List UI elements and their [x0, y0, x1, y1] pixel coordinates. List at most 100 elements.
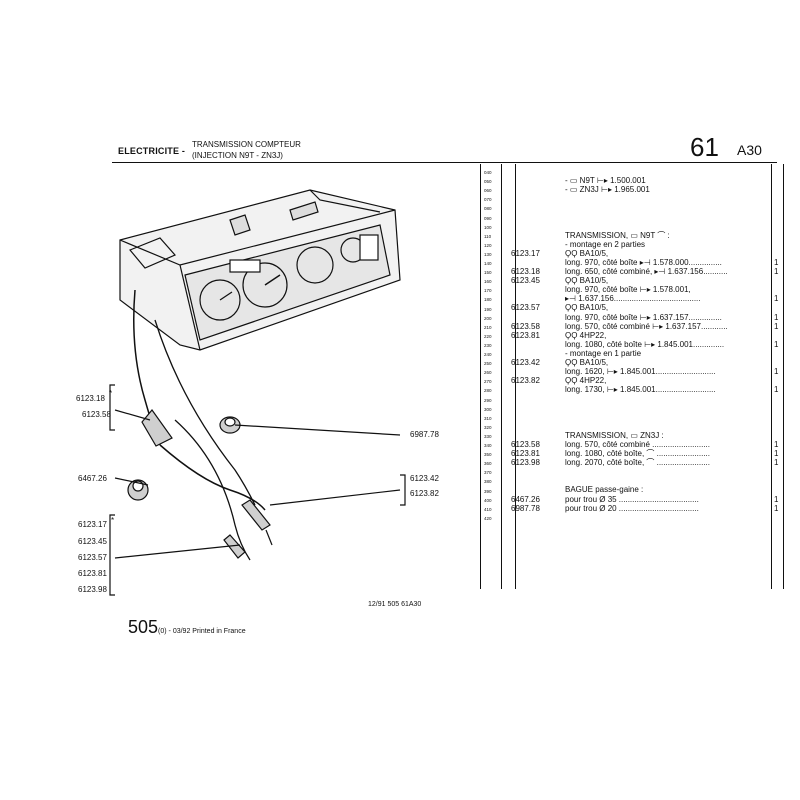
callout-6123-98: 6123.98 — [78, 585, 107, 594]
row-number: 070 — [484, 197, 492, 203]
part-desc: ϘϘ 4HP22, — [565, 330, 607, 340]
row-number: 350 — [484, 452, 492, 458]
row-number: 090 — [484, 215, 492, 221]
part-desc: BAGUE passe-gaine : — [565, 485, 644, 495]
row-number: 360 — [484, 461, 492, 467]
callout-6467-26: 6467.26 — [78, 474, 107, 483]
row-number: 040 — [484, 170, 492, 175]
section-title: ELECTRICITE - — [118, 146, 186, 156]
part-desc: - montage en 1 partie — [565, 348, 642, 358]
row-number: 150 — [484, 270, 492, 276]
part-desc: - ▭ ZN3J ⊢▸ 1.965.001 — [565, 185, 650, 195]
part-ref: 6123.58 — [511, 439, 540, 449]
row-number: 050 — [484, 179, 492, 185]
part-ref: 6123.81 — [511, 330, 540, 340]
row-number: 290 — [484, 397, 492, 403]
part-ref: 6987.78 — [511, 503, 540, 513]
part-desc: ▸⊣ 1.637.156............................… — [565, 294, 701, 304]
part-qty: 1 — [774, 367, 779, 377]
part-desc: TRANSMISSION, ▭ ZN3J : — [565, 430, 664, 440]
page-code: A30 — [737, 142, 762, 158]
part-desc: long. 970, côté boîte ⊢▸ 1.578.001, — [565, 285, 691, 295]
part-desc: long. 970, côté boîte ▸⊣ 1.578.000......… — [565, 257, 722, 267]
part-qty: 1 — [774, 385, 779, 395]
part-ref: 6123.98 — [511, 458, 540, 468]
part-desc: - montage en 2 parties — [565, 239, 646, 249]
row-number: 130 — [484, 251, 492, 257]
row-number: 420 — [484, 515, 492, 521]
callout-6123-82: 6123.82 — [410, 489, 439, 498]
part-desc: - ▭ N9T ⊢▸ 1.500.001 — [565, 176, 646, 185]
row-number: 240 — [484, 352, 492, 357]
column-rule-rownum — [480, 164, 481, 589]
part-ref: 6123.81 — [511, 449, 540, 458]
part-qty: 1 — [774, 439, 779, 449]
part-ref: 6123.42 — [511, 358, 540, 367]
part-desc: long. 650, côté combiné, ▸⊣ 1.637.156...… — [565, 267, 728, 276]
row-number: 180 — [484, 297, 492, 303]
callout-6123-45: 6123.45 — [78, 537, 107, 546]
part-qty: 1 — [774, 458, 779, 468]
callout-star-1: * — [109, 389, 113, 398]
page-title-line1: TRANSMISSION COMPTEUR — [192, 140, 301, 149]
column-rule-end — [783, 164, 784, 589]
part-desc: TRANSMISSION, ▭ N9T ⌒ : — [565, 230, 670, 240]
column-rule-ref — [501, 164, 502, 589]
footer-print-date: (0) - 03/92 Printed in France — [158, 628, 246, 635]
row-number: 330 — [484, 433, 492, 439]
row-number: 300 — [484, 406, 492, 412]
part-desc: long. 570, côté combiné ................… — [565, 439, 710, 449]
part-ref: 6123.45 — [511, 276, 540, 286]
instrument-cluster-diagram — [109, 189, 406, 596]
part-desc: long. 2070, côté boîte, ⌒ ..............… — [565, 458, 710, 468]
row-number: 340 — [484, 443, 492, 448]
part-desc: ϘϘ BA10/5, — [565, 276, 609, 286]
footer-print-info: 505(0) - 03/92 Printed in France — [128, 617, 246, 638]
header-rule — [112, 162, 777, 163]
callout-star-2: * — [111, 516, 115, 525]
part-desc: long. 1730, ⊢▸ 1.845.001................… — [565, 385, 716, 395]
part-desc: pour trou Ø 35 .........................… — [565, 494, 699, 504]
row-number: 370 — [484, 470, 492, 476]
row-number: 310 — [484, 415, 492, 421]
part-qty: 1 — [774, 257, 779, 267]
part-ref: 6123.82 — [511, 376, 540, 386]
part-qty: 1 — [774, 312, 779, 322]
part-desc: long. 970, côté boîte ⊢▸ 1.637.157......… — [565, 312, 722, 322]
row-number: 410 — [484, 506, 492, 512]
part-desc: long. 570, côté combiné ⊢▸ 1.637.157....… — [565, 321, 728, 331]
row-number: 140 — [484, 261, 492, 266]
callout-6123-81: 6123.81 — [78, 569, 107, 578]
row-number: 270 — [484, 379, 492, 385]
row-number: 380 — [484, 479, 492, 485]
part-desc: long. 1080, côté boîte ⊢▸ 1.845.001.....… — [565, 339, 725, 349]
callout-6123-17: 6123.17 — [78, 520, 107, 529]
footer-code: 12/91 505 61A30 — [368, 601, 422, 608]
row-number: 320 — [484, 424, 492, 430]
part-qty: 1 — [774, 339, 779, 349]
column-rule-desc — [515, 164, 516, 589]
part-desc: ϘϘ BA10/5, — [565, 248, 609, 258]
column-rule-qty — [771, 164, 772, 589]
part-qty: 1 — [774, 321, 779, 331]
row-number: 220 — [484, 333, 492, 339]
part-qty: 1 — [774, 294, 779, 304]
row-number: 250 — [484, 361, 492, 367]
part-desc: ϘϘ 4HP22, — [565, 376, 607, 386]
part-qty: 1 — [774, 449, 779, 458]
row-number: 120 — [484, 242, 492, 248]
part-desc: pour trou Ø 20 .........................… — [565, 503, 699, 513]
part-qty: 1 — [774, 267, 779, 276]
row-number: 390 — [484, 488, 492, 494]
row-number: 080 — [484, 206, 492, 212]
row-number: 170 — [484, 288, 492, 294]
part-qty: 1 — [774, 494, 779, 504]
row-number: 280 — [484, 388, 492, 394]
page-number: 61 — [690, 132, 719, 162]
row-number: 260 — [484, 370, 492, 376]
part-desc: long. 1080, côté boîte, ⌒ ..............… — [565, 449, 710, 458]
part-desc: long. 1620, ⊢▸ 1.845.001................… — [565, 367, 716, 377]
callout-6123-57: 6123.57 — [78, 553, 107, 562]
row-number: 400 — [484, 497, 492, 503]
part-ref: 6123.18 — [511, 267, 540, 276]
